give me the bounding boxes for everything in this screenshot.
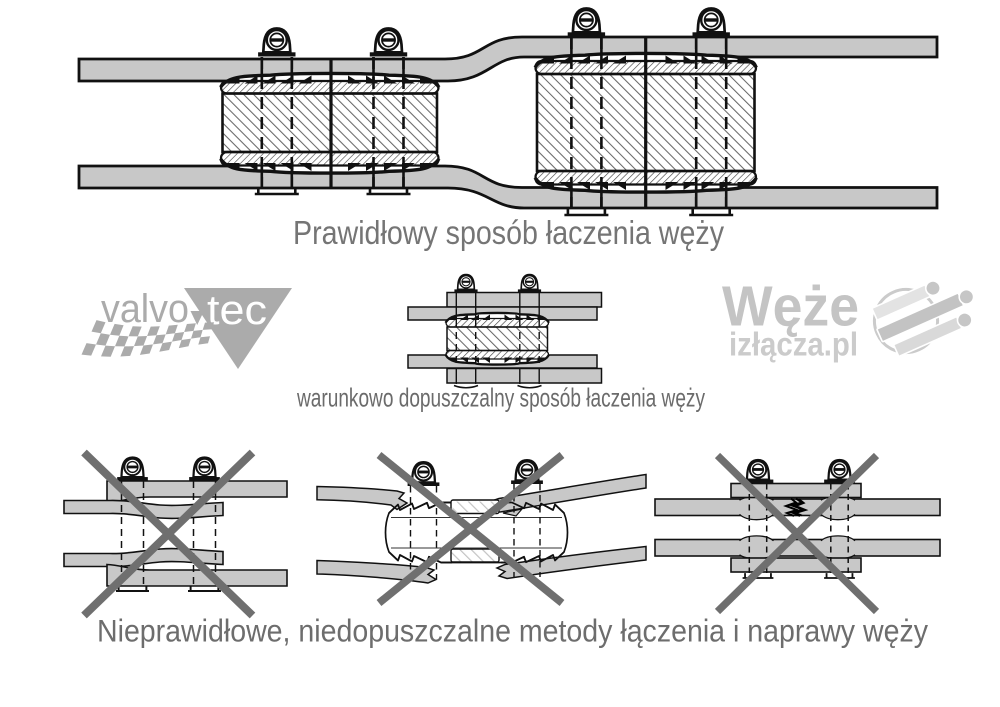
svg-text:Węże: Węże — [722, 275, 859, 339]
svg-text:izłącza.pl: izłącza.pl — [729, 326, 858, 363]
svg-text:warunkowo dopuszczalny sposób: warunkowo dopuszczalny sposób łaczenia w… — [296, 383, 705, 413]
svg-text:tec: tec — [207, 286, 267, 333]
svg-text:Prawidłowy sposób łaczenia węż: Prawidłowy sposób łaczenia węży — [293, 215, 724, 252]
svg-text:valvo: valvo — [101, 287, 189, 331]
svg-text:Nieprawidłowe, niedopuszczalne: Nieprawidłowe, niedopuszczalne metody łą… — [97, 613, 928, 649]
